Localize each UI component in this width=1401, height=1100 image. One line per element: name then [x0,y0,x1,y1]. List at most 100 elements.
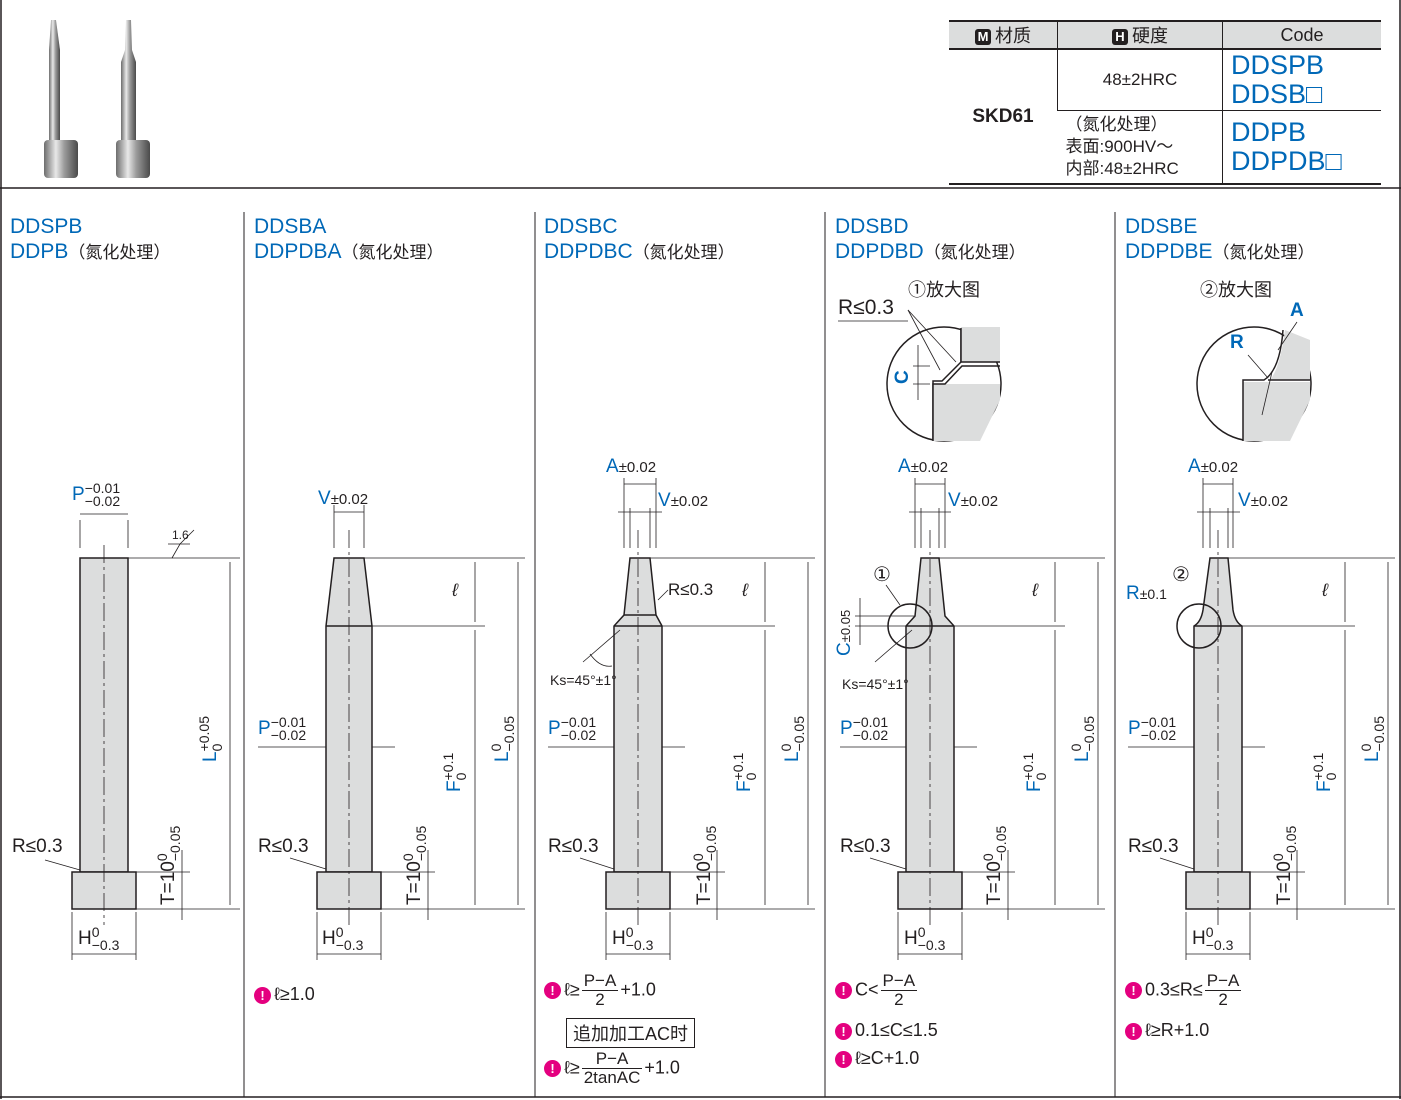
col4-v-dim: V±0.02 [948,490,999,511]
roughness-value: 1.6 [172,528,189,542]
col5-v-dim: V±0.02 [1238,490,1289,511]
col4-suffix: （氮化处理） [923,243,1026,262]
pin-drawing-1 [71,545,137,925]
col4-a-dim: A±0.02 [898,456,949,477]
code-ddpdb: DDPDB□ [1231,146,1342,176]
col3-ell-dim: ℓ [742,580,748,600]
detail1-r-label: R≤0.3 [838,296,894,319]
col3-a-dim: A±0.02 [606,456,657,477]
col3-r-dim: R≤0.3 [548,836,599,857]
col5-circle2-label: ② [1172,564,1190,586]
dims-2 [258,505,525,960]
col2-ell-dim: ℓ [452,580,458,600]
col5-r-dim: R≤0.3 [1128,836,1179,857]
dims-5 [1128,478,1395,960]
dims-1 [44,513,240,960]
code-ddpb: DDPB [1231,117,1307,147]
hardness-row2-line2: 表面:900HV～ [1065,137,1174,156]
col4-note-3: !ℓ≥C+1.0 [835,1048,919,1068]
col3-code2: DDPDBC [544,240,633,263]
pin-drawing-3 [605,530,671,925]
code-ddspb: DDSPB [1231,50,1325,80]
warning-icon: ! [835,1050,852,1068]
col4-r-dim: R≤0.3 [840,836,891,857]
warning-icon: ! [544,1060,561,1077]
col4-ell-dim: ℓ [1032,580,1038,600]
pin-drawing-4 [887,530,963,925]
col1-r-dim: R≤0.3 [12,836,63,857]
warning-icon: ! [1125,982,1142,999]
col5-ell-dim: ℓ [1322,580,1328,600]
dims-3 [548,478,815,960]
col2-suffix: （氮化处理） [341,243,444,262]
col2-code1: DDSBA [254,215,327,238]
detail2-a-label: A [1290,300,1304,321]
col5-title: DDSBE DDPDBE（氮化处理） [1125,214,1315,265]
col2-note: !ℓ≥1.0 [254,984,315,1004]
col5-code2: DDPDBE [1125,240,1213,263]
detail-2 [1196,321,1312,442]
detail1-c-label: C [892,370,913,384]
material-header: 材质 [995,26,1031,46]
col3-ks-label: Ks=45°±1° [550,672,617,688]
col4-circle1-label: ① [873,564,891,586]
pin-drawing-5 [1176,530,1251,925]
code-ddsb: DDSB□ [1231,79,1323,109]
warning-icon: ! [835,982,852,999]
detail-1 [838,309,1002,442]
detail1-title: ①放大图 [908,280,980,300]
col5-code1: DDSBE [1125,215,1198,238]
warning-icon: ! [544,982,561,999]
warning-icon: ! [254,986,271,1004]
col4-code1: DDSBD [835,215,909,238]
hardness-row2-line3: 内部:48±2HRC [1065,159,1179,178]
material-badge: M [975,29,991,45]
material-value: SKD61 [949,49,1058,185]
hardness-badge: H [1112,29,1128,45]
col5-suffix: （氮化处理） [1212,243,1315,262]
col1-suffix: （氮化处理） [68,243,171,262]
col5-a-dim: A±0.02 [1188,456,1239,477]
col3-code1: DDSBC [544,215,618,238]
col3-additional-ac-box: 追加加工AC时 [566,1018,696,1048]
col3-v-dim: V±0.02 [658,490,709,511]
col1-title: DDSPB DDPB（氮化处理） [10,214,170,265]
pin-drawing-2 [316,530,382,925]
col3-r03-label: R≤0.3 [668,580,714,599]
col3-title: DDSBC DDPDBC（氮化处理） [544,214,735,265]
hardness-row2-line1: （氮化处理） [1065,115,1168,134]
col4-ks-label: Ks=45°±1° [842,676,909,692]
col5-r-tol-dim: R±0.1 [1126,583,1167,604]
hardness-header: 硬度 [1132,26,1168,46]
pin-photo-2 [116,20,150,178]
col5-p-dim: P−0.01−0.02 [1128,714,1177,743]
detail2-title: ②放大图 [1200,280,1272,300]
col4-note-2: !0.1≤C≤1.5 [835,1020,938,1040]
col2-p-dim: P−0.01−0.02 [258,714,307,743]
dims-4 [840,478,1105,960]
col1-code1: DDSPB [10,215,83,238]
col4-title: DDSBD DDPDBD（氮化处理） [835,214,1026,265]
detail2-r-label: R [1230,332,1244,353]
col3-p-dim: P−0.01−0.02 [548,714,597,743]
